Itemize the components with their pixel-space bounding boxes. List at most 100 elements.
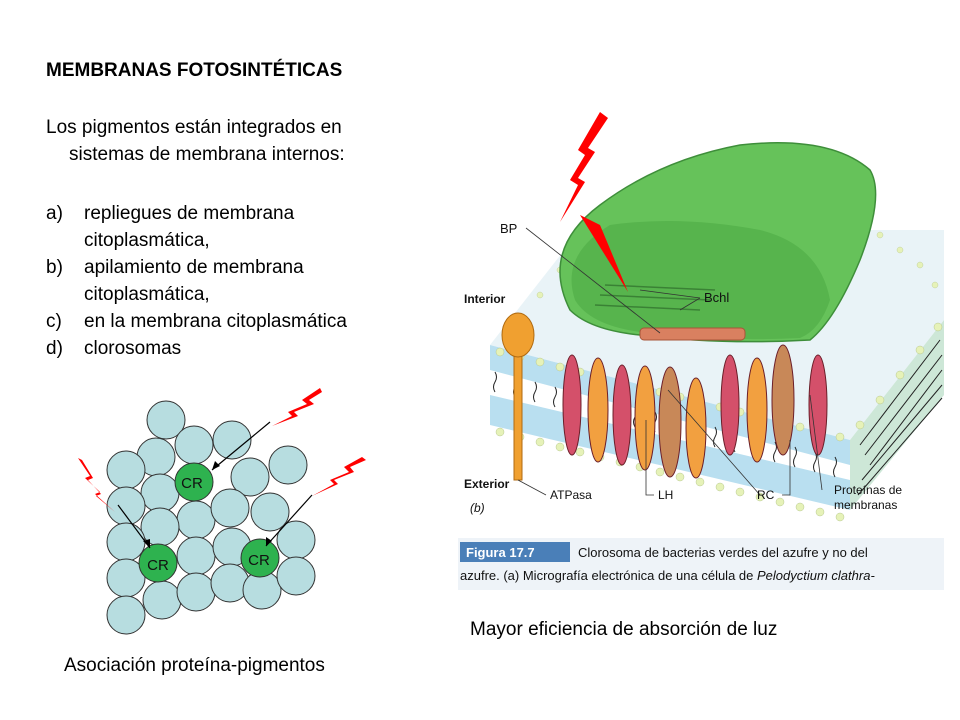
pigment-circle xyxy=(106,450,146,490)
lipid-head xyxy=(915,345,925,355)
pigment-circle xyxy=(250,492,290,532)
lipid-head xyxy=(575,447,585,457)
list-marker: a) xyxy=(46,203,63,224)
rc-protein xyxy=(658,366,682,478)
protein-pigment-diagram: CR CR CR xyxy=(78,388,366,635)
lipid-tails xyxy=(793,446,837,478)
lipid-head xyxy=(755,492,765,502)
chlorosome-front-face xyxy=(571,221,830,340)
pigment-circle xyxy=(210,563,250,603)
label-leader-line xyxy=(782,440,791,496)
label-b: (b) xyxy=(470,501,485,515)
lipid-head xyxy=(695,477,705,487)
membrane-protein xyxy=(562,354,582,456)
pigment-circle xyxy=(210,488,250,528)
reaction-center-circle xyxy=(138,543,178,583)
lipid-head xyxy=(735,487,745,497)
lipid-head xyxy=(536,291,544,299)
label-bchl: Bchl xyxy=(704,290,729,305)
light-bolt-icon xyxy=(272,388,322,426)
label-proteinas-1: Proteínas de xyxy=(834,483,902,497)
list-item-b: b) apilamiento de membrana citoplasmátic… xyxy=(46,254,446,308)
bchl-rod xyxy=(594,304,701,311)
figure-caption-label: Figura 17.7 xyxy=(466,545,535,560)
label-leader-line xyxy=(809,394,823,491)
list-item-text: repliegues de membrana xyxy=(84,203,295,224)
lipid-head xyxy=(795,422,805,432)
intro-text: Los pigmentos están integrados en sistem… xyxy=(46,114,446,168)
figure-caption-line-2: azufre. (a) Micrografía electrónica de u… xyxy=(460,568,875,583)
lipid-head xyxy=(775,497,785,507)
lipid-head xyxy=(795,502,805,512)
lipid-head xyxy=(715,482,725,492)
baseplate xyxy=(639,327,746,341)
membrane-side-face xyxy=(850,320,944,510)
lipid-head xyxy=(655,467,665,477)
pigment-circle xyxy=(146,400,186,440)
lipid-head xyxy=(495,427,505,437)
caption-species: Pelodyctium clathra- xyxy=(757,568,875,583)
slide-title: MEMBRANAS FOTOSINTÉTICAS xyxy=(46,60,343,81)
caption-left: Asociación proteína-pigmentos xyxy=(64,655,325,676)
pigment-circle xyxy=(176,572,216,612)
light-bolt-icon xyxy=(560,112,608,222)
membrane-protein xyxy=(720,354,740,456)
intro-line-2: sistemas de membrana internos: xyxy=(69,144,345,165)
lipid-head xyxy=(855,420,865,430)
caption-right: Mayor eficiencia de absorción de luz xyxy=(470,619,778,640)
lipid-head xyxy=(933,322,943,332)
figure-caption-label-bg xyxy=(460,542,570,562)
atpase-head xyxy=(501,312,535,358)
lipid-head xyxy=(495,347,505,357)
label-exterior: Exterior xyxy=(464,477,510,491)
figure-caption-line-1: Clorosoma de bacterias verdes del azufre… xyxy=(578,545,868,560)
side-lipid-layers xyxy=(857,339,943,496)
list-item-text: apilamiento de membrana xyxy=(84,257,304,278)
label-leader-line xyxy=(525,227,661,334)
list-item-a: a) repliegues de membrana citoplasmática… xyxy=(46,200,446,254)
membrane-type-list: a) repliegues de membrana citoplasmática… xyxy=(46,200,446,362)
lipid-head xyxy=(535,437,545,447)
cr-label: CR xyxy=(248,552,270,569)
arrow-head-icon xyxy=(212,461,220,470)
pigment-circle xyxy=(174,425,214,465)
light-bolt-icon xyxy=(78,458,115,512)
label-proteinas-2: membranas xyxy=(834,498,897,512)
lipid-head xyxy=(876,231,884,239)
pigment-circle xyxy=(142,580,182,620)
list-item-text-cont: citoplasmática, xyxy=(84,284,210,305)
label-atpasa: ATPasa xyxy=(550,488,592,502)
lh-protein xyxy=(634,365,656,471)
label-leader-line xyxy=(645,420,654,496)
label-rc: RC xyxy=(757,488,775,502)
lh-protein xyxy=(685,377,707,479)
membrane-protein xyxy=(808,354,828,456)
list-item-c: c) en la membrana citoplasmática xyxy=(46,308,446,335)
light-bolt-icon xyxy=(580,215,628,292)
label-leader-line xyxy=(639,289,701,299)
atpase-stalk xyxy=(513,349,523,481)
lipid-head xyxy=(555,442,565,452)
membrane-protein xyxy=(746,357,768,463)
rc-protein xyxy=(771,344,795,456)
lipid-head xyxy=(916,261,924,269)
arrow-head-icon xyxy=(143,539,150,548)
list-item-text: en la membrana citoplasmática xyxy=(84,311,347,332)
pigment-circle xyxy=(176,500,216,540)
lipid-head xyxy=(875,395,885,405)
list-marker: d) xyxy=(46,338,63,359)
pigment-circle xyxy=(230,457,270,497)
label-bp: BP xyxy=(500,221,517,236)
list-marker: c) xyxy=(46,311,62,332)
list-item-d: d) clorosomas xyxy=(46,335,446,362)
energy-arrow xyxy=(211,421,271,471)
chlorosome-figure: BP Bchl Interior Exterior (b) ATPasa LH … xyxy=(458,112,944,590)
bchl-rod xyxy=(604,284,716,291)
intro-line-1: Los pigmentos están integrados en xyxy=(46,117,342,138)
lipid-head xyxy=(675,472,685,482)
list-item-text-cont: citoplasmática, xyxy=(84,230,210,251)
reaction-center-circle xyxy=(174,462,214,502)
label-interior: Interior xyxy=(464,292,506,306)
pigment-circle xyxy=(106,486,146,526)
cr-label: CR xyxy=(147,557,169,574)
